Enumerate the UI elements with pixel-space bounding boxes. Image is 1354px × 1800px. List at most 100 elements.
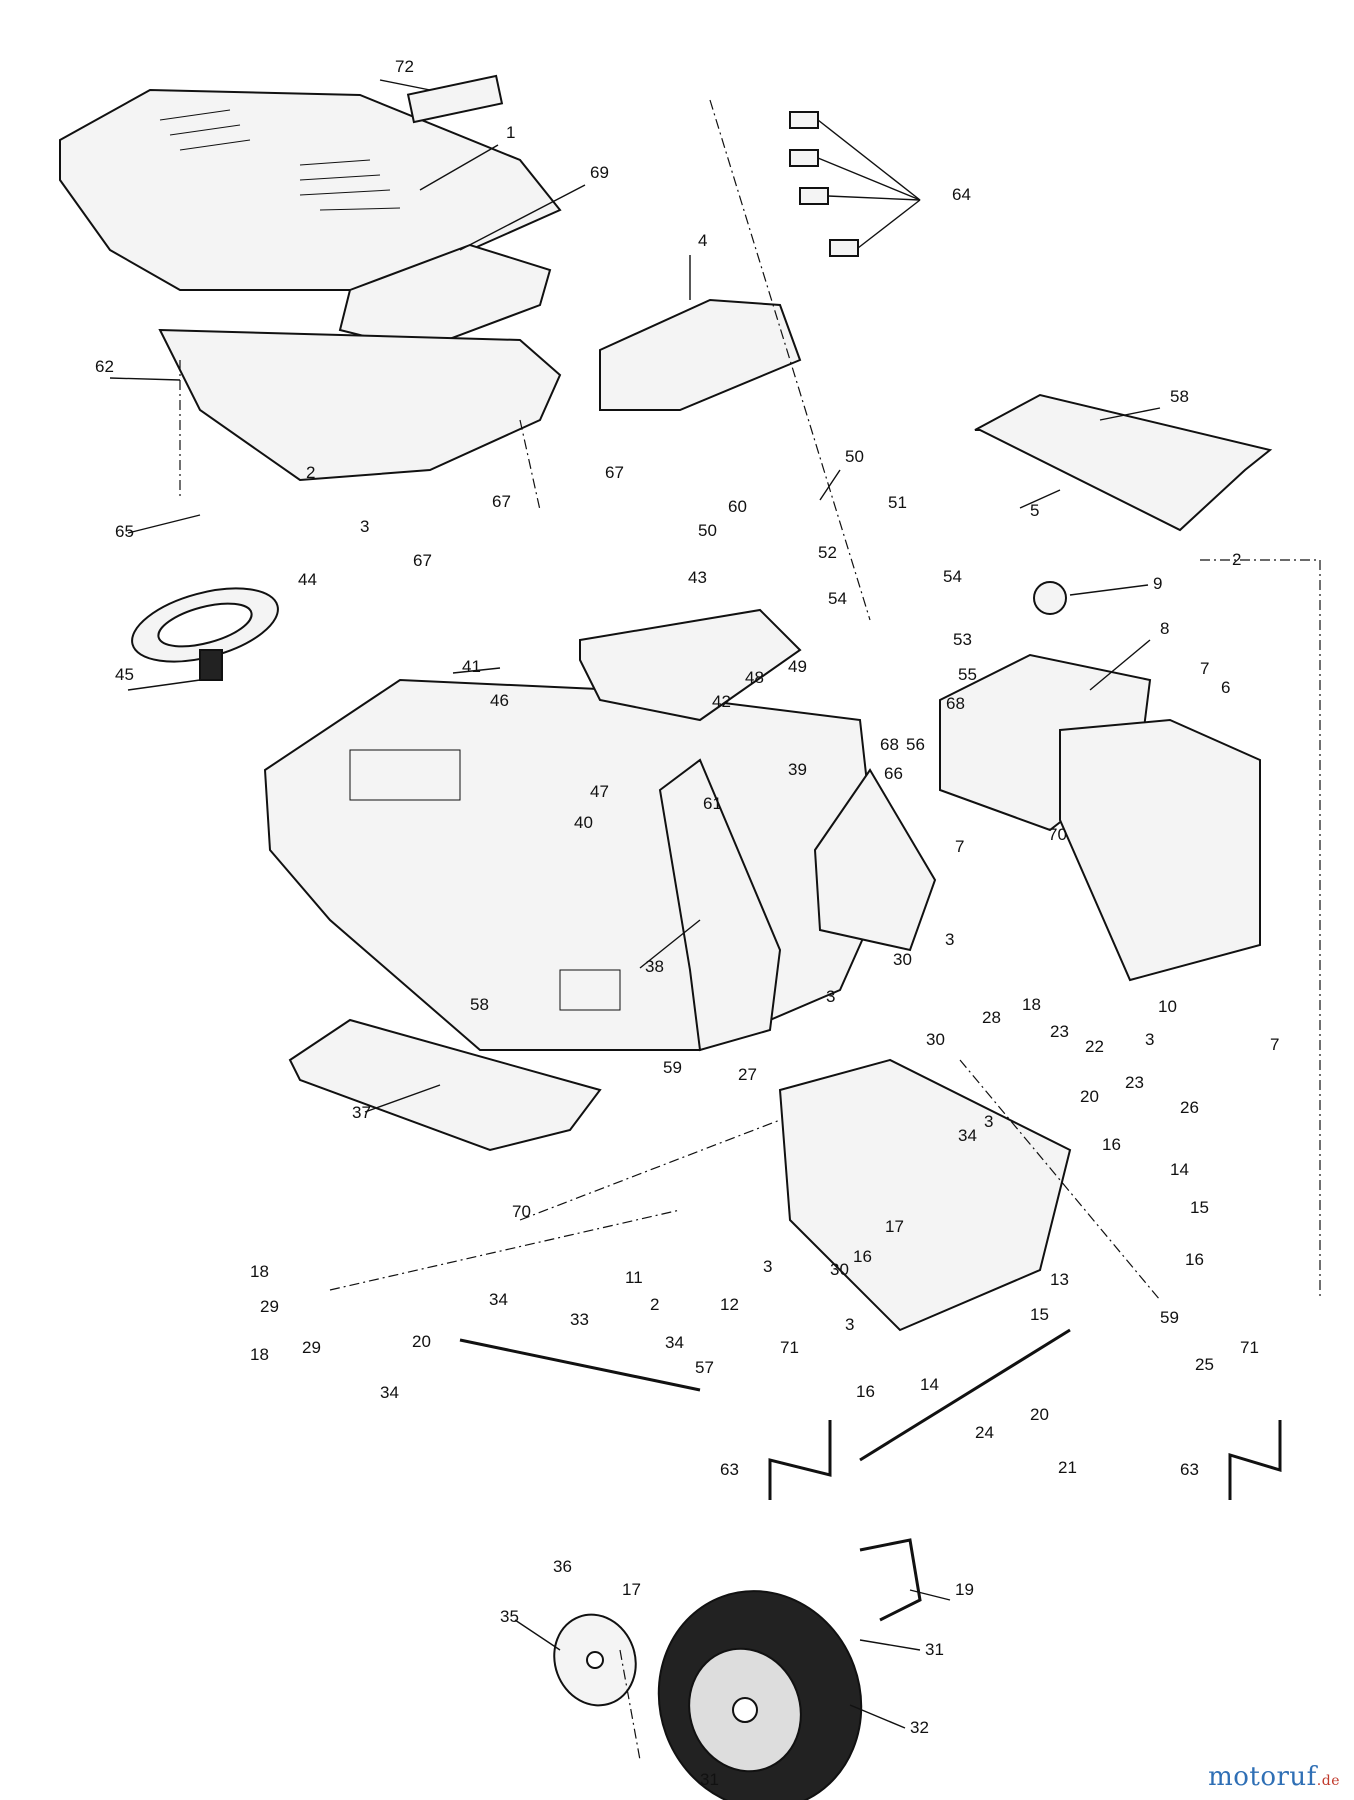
part-callout: 18 xyxy=(250,1345,269,1364)
watermark-suffix: .de xyxy=(1316,1773,1340,1789)
part-callout: 17 xyxy=(885,1217,904,1236)
part-callout: 30 xyxy=(893,950,912,969)
part-callout: 40 xyxy=(574,813,593,832)
part-callout: 19 xyxy=(955,1580,974,1599)
part-callout: 34 xyxy=(380,1383,399,1402)
part-callout: 47 xyxy=(590,782,609,801)
part-callout: 14 xyxy=(920,1375,939,1394)
hub-cap xyxy=(553,1613,637,1707)
part-callout: 54 xyxy=(943,567,962,586)
part-callout: 62 xyxy=(95,357,114,376)
lower-shroud xyxy=(158,328,562,482)
spindle-right xyxy=(1228,1420,1282,1500)
part-callout: 61 xyxy=(703,794,722,813)
part-callout: 37 xyxy=(352,1103,371,1122)
part-callout: 3 xyxy=(360,517,369,536)
part-callout: 57 xyxy=(695,1358,714,1377)
part-callout: 63 xyxy=(1180,1460,1199,1479)
part-callout: 9 xyxy=(1153,574,1162,593)
part-callout: 8 xyxy=(1160,619,1169,638)
part-callout: 46 xyxy=(490,691,509,710)
screws-64 xyxy=(789,111,921,257)
part-callout: 69 xyxy=(590,163,609,182)
part-callout: 17 xyxy=(622,1580,641,1599)
part-callout: 70 xyxy=(512,1202,531,1221)
frame-plate-5 xyxy=(974,393,1273,532)
part-callout: 22 xyxy=(1085,1037,1104,1056)
part-callout: 20 xyxy=(1030,1405,1049,1424)
part-callout: 50 xyxy=(845,447,864,466)
watermark-brand: motoruf xyxy=(1208,1762,1317,1792)
dash-panel xyxy=(599,298,802,411)
part-callout: 67 xyxy=(413,551,432,570)
part-callout: 10 xyxy=(1158,997,1177,1016)
part-callout: 59 xyxy=(663,1058,682,1077)
part-callout: 31 xyxy=(700,1770,719,1789)
part-callout: 34 xyxy=(489,1290,508,1309)
part-callout: 56 xyxy=(906,735,925,754)
part-callout: 32 xyxy=(910,1718,929,1737)
part-callout: 23 xyxy=(1125,1073,1144,1092)
part-callout: 11 xyxy=(625,1268,643,1287)
chassis-frame xyxy=(263,678,882,1051)
part-callout: 29 xyxy=(260,1297,279,1316)
part-callout: 60 xyxy=(728,497,747,516)
part-callout: 2 xyxy=(1232,550,1241,569)
part-callout: 7 xyxy=(955,837,964,856)
part-callout: 34 xyxy=(665,1333,684,1352)
part-callout: 3 xyxy=(984,1112,993,1131)
part-callout: 5 xyxy=(1030,501,1039,520)
part-callout: 30 xyxy=(926,1030,945,1049)
part-callout: 3 xyxy=(763,1257,772,1276)
part-callout: 33 xyxy=(570,1310,589,1329)
part-callout: 29 xyxy=(302,1338,321,1357)
part-callout: 42 xyxy=(712,692,731,711)
part-callout: 35 xyxy=(500,1607,519,1626)
part-callout: 25 xyxy=(1195,1355,1214,1374)
drag-link xyxy=(859,1328,1071,1462)
part-callout: 65 xyxy=(115,522,134,541)
part-callout: 38 xyxy=(645,957,664,976)
steering-arm xyxy=(859,1538,922,1622)
part-callout: 27 xyxy=(738,1065,757,1084)
part-callout: 72 xyxy=(395,57,414,76)
part-callout: 67 xyxy=(605,463,624,482)
column-support xyxy=(658,758,782,1052)
part-callout: 63 xyxy=(720,1460,739,1479)
part-callout: 3 xyxy=(845,1315,854,1334)
part-callout: 6 xyxy=(1221,678,1230,697)
part-callout: 52 xyxy=(818,543,837,562)
part-callout: 45 xyxy=(115,665,134,684)
part-callout: 66 xyxy=(884,764,903,783)
part-callout: 20 xyxy=(412,1332,431,1351)
part-callout: 39 xyxy=(788,760,807,779)
part-callout: 21 xyxy=(1058,1458,1077,1477)
part-callout: 15 xyxy=(1030,1305,1049,1324)
part-callout: 26 xyxy=(1180,1098,1199,1117)
part-callout: 16 xyxy=(856,1382,875,1401)
frame-plate-37 xyxy=(288,1018,602,1152)
foam-pad xyxy=(406,74,504,124)
part-callout: 30 xyxy=(830,1260,849,1279)
part-callout: 36 xyxy=(553,1557,572,1576)
part-callout: 3 xyxy=(1145,1030,1154,1049)
part-callout: 3 xyxy=(826,987,835,1006)
axle-bracket xyxy=(778,1058,1072,1332)
part-callout: 4 xyxy=(698,231,707,250)
part-callout: 3 xyxy=(945,930,954,949)
part-callout: 15 xyxy=(1190,1198,1209,1217)
part-callout: 44 xyxy=(298,570,317,589)
part-callout: 13 xyxy=(1050,1270,1069,1289)
part-callout: 1 xyxy=(506,123,515,142)
fuel-cap xyxy=(1033,581,1067,615)
part-callout: 16 xyxy=(1102,1135,1121,1154)
part-callout: 7 xyxy=(1270,1035,1279,1054)
part-callout: 51 xyxy=(888,493,907,512)
part-callout: 18 xyxy=(250,1262,269,1281)
part-callout: 20 xyxy=(1080,1087,1099,1106)
console xyxy=(579,608,802,722)
part-callout: 58 xyxy=(470,995,489,1014)
part-callout: 31 xyxy=(925,1640,944,1659)
